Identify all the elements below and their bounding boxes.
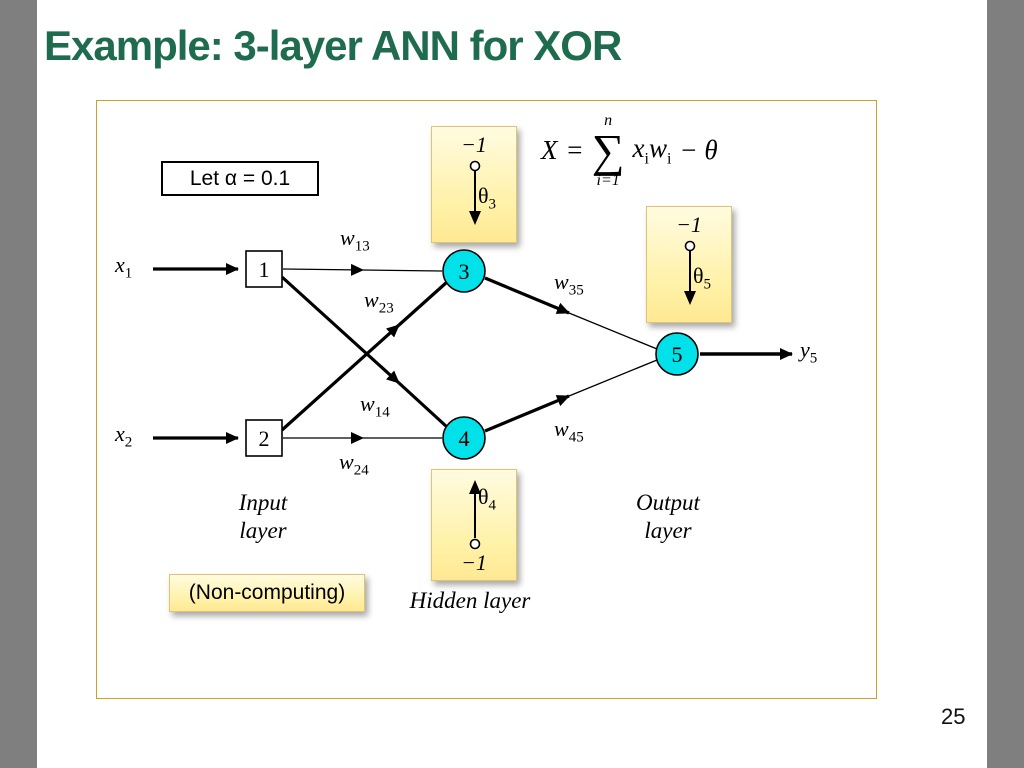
non-computing-note: (Non-computing) [169, 574, 365, 612]
sum-lower-limit: i=1 [596, 171, 620, 189]
weight-w13-label: w13 [340, 225, 370, 255]
bias-note-theta4: θ4 −1 [431, 469, 517, 581]
slide-title: Example: 3-layer ANN for XOR [44, 22, 622, 69]
diagram-frame: 1 2 3 4 5 X = n ∑ i=1 xiwi − θ Let α = 0… [96, 100, 877, 699]
page-number: 25 [941, 704, 966, 729]
weight-w35-label: w35 [554, 269, 584, 299]
right-gray-bar [987, 0, 1024, 768]
formula-tail: − θ [679, 135, 718, 166]
input-x1-label: x1 [115, 252, 133, 282]
theta3-bias-arrow-down [469, 160, 481, 225]
sigma-block: n ∑ i=1 [592, 113, 625, 189]
input-node-2-label: 2 [259, 426, 270, 451]
ann-network-diagram: 1 2 3 4 5 [153, 249, 793, 460]
formula-equals: = [565, 135, 584, 166]
theta4-minus-one: −1 [461, 550, 487, 575]
bias-note-theta3: −1 θ3 [431, 126, 517, 243]
theta3-minus-one: −1 [461, 132, 487, 157]
hidden-layer-caption: Hidden layer [409, 588, 531, 613]
sum-formula: X = n ∑ i=1 xiwi − θ [541, 113, 718, 189]
input-node-2 [245, 419, 283, 457]
output-node-5-label: 5 [672, 342, 683, 367]
edge-1-3 [282, 263, 443, 276]
theta5-label: θ5 [693, 263, 712, 293]
output-node-5 [655, 332, 699, 376]
input-node-1 [245, 250, 283, 288]
weight-w23-label: w23 [364, 287, 394, 317]
hidden-node-4-label: 4 [459, 426, 470, 451]
theta4-label: θ4 [478, 484, 497, 514]
formula-lhs: X [541, 135, 558, 166]
hidden-node-3 [442, 249, 486, 293]
weight-w24-label: w24 [339, 449, 369, 479]
theta3-label: θ3 [478, 183, 497, 213]
bias-note-theta5: −1 θ5 [646, 206, 732, 323]
edge-1-4 [280, 275, 449, 429]
theta5-bias-arrow-down [684, 240, 696, 305]
formula-term: xiwi [632, 133, 672, 168]
edge-4-5 [484, 359, 658, 433]
theta4-bias-arrow-up [469, 480, 481, 550]
hidden-node-4 [442, 416, 486, 460]
alpha-note-box: Let α = 0.1 [161, 161, 319, 196]
output-y5-label: y5 [800, 337, 818, 367]
theta5-minus-one: −1 [676, 212, 702, 237]
left-gray-bar [0, 0, 37, 768]
sigma-symbol: ∑ [591, 125, 625, 176]
input-node-1-label: 1 [259, 257, 270, 282]
edge-2-3 [280, 280, 449, 432]
edge-3-5 [484, 276, 658, 350]
hidden-node-3-label: 3 [459, 259, 470, 284]
weight-w45-label: w45 [554, 416, 584, 446]
output-layer-caption: Output layer [636, 490, 700, 543]
input-layer-caption: Input layer [238, 490, 288, 543]
sum-upper-limit: n [604, 112, 613, 129]
input-x2-label: x2 [115, 421, 133, 451]
weight-w14-label: w14 [360, 391, 390, 421]
